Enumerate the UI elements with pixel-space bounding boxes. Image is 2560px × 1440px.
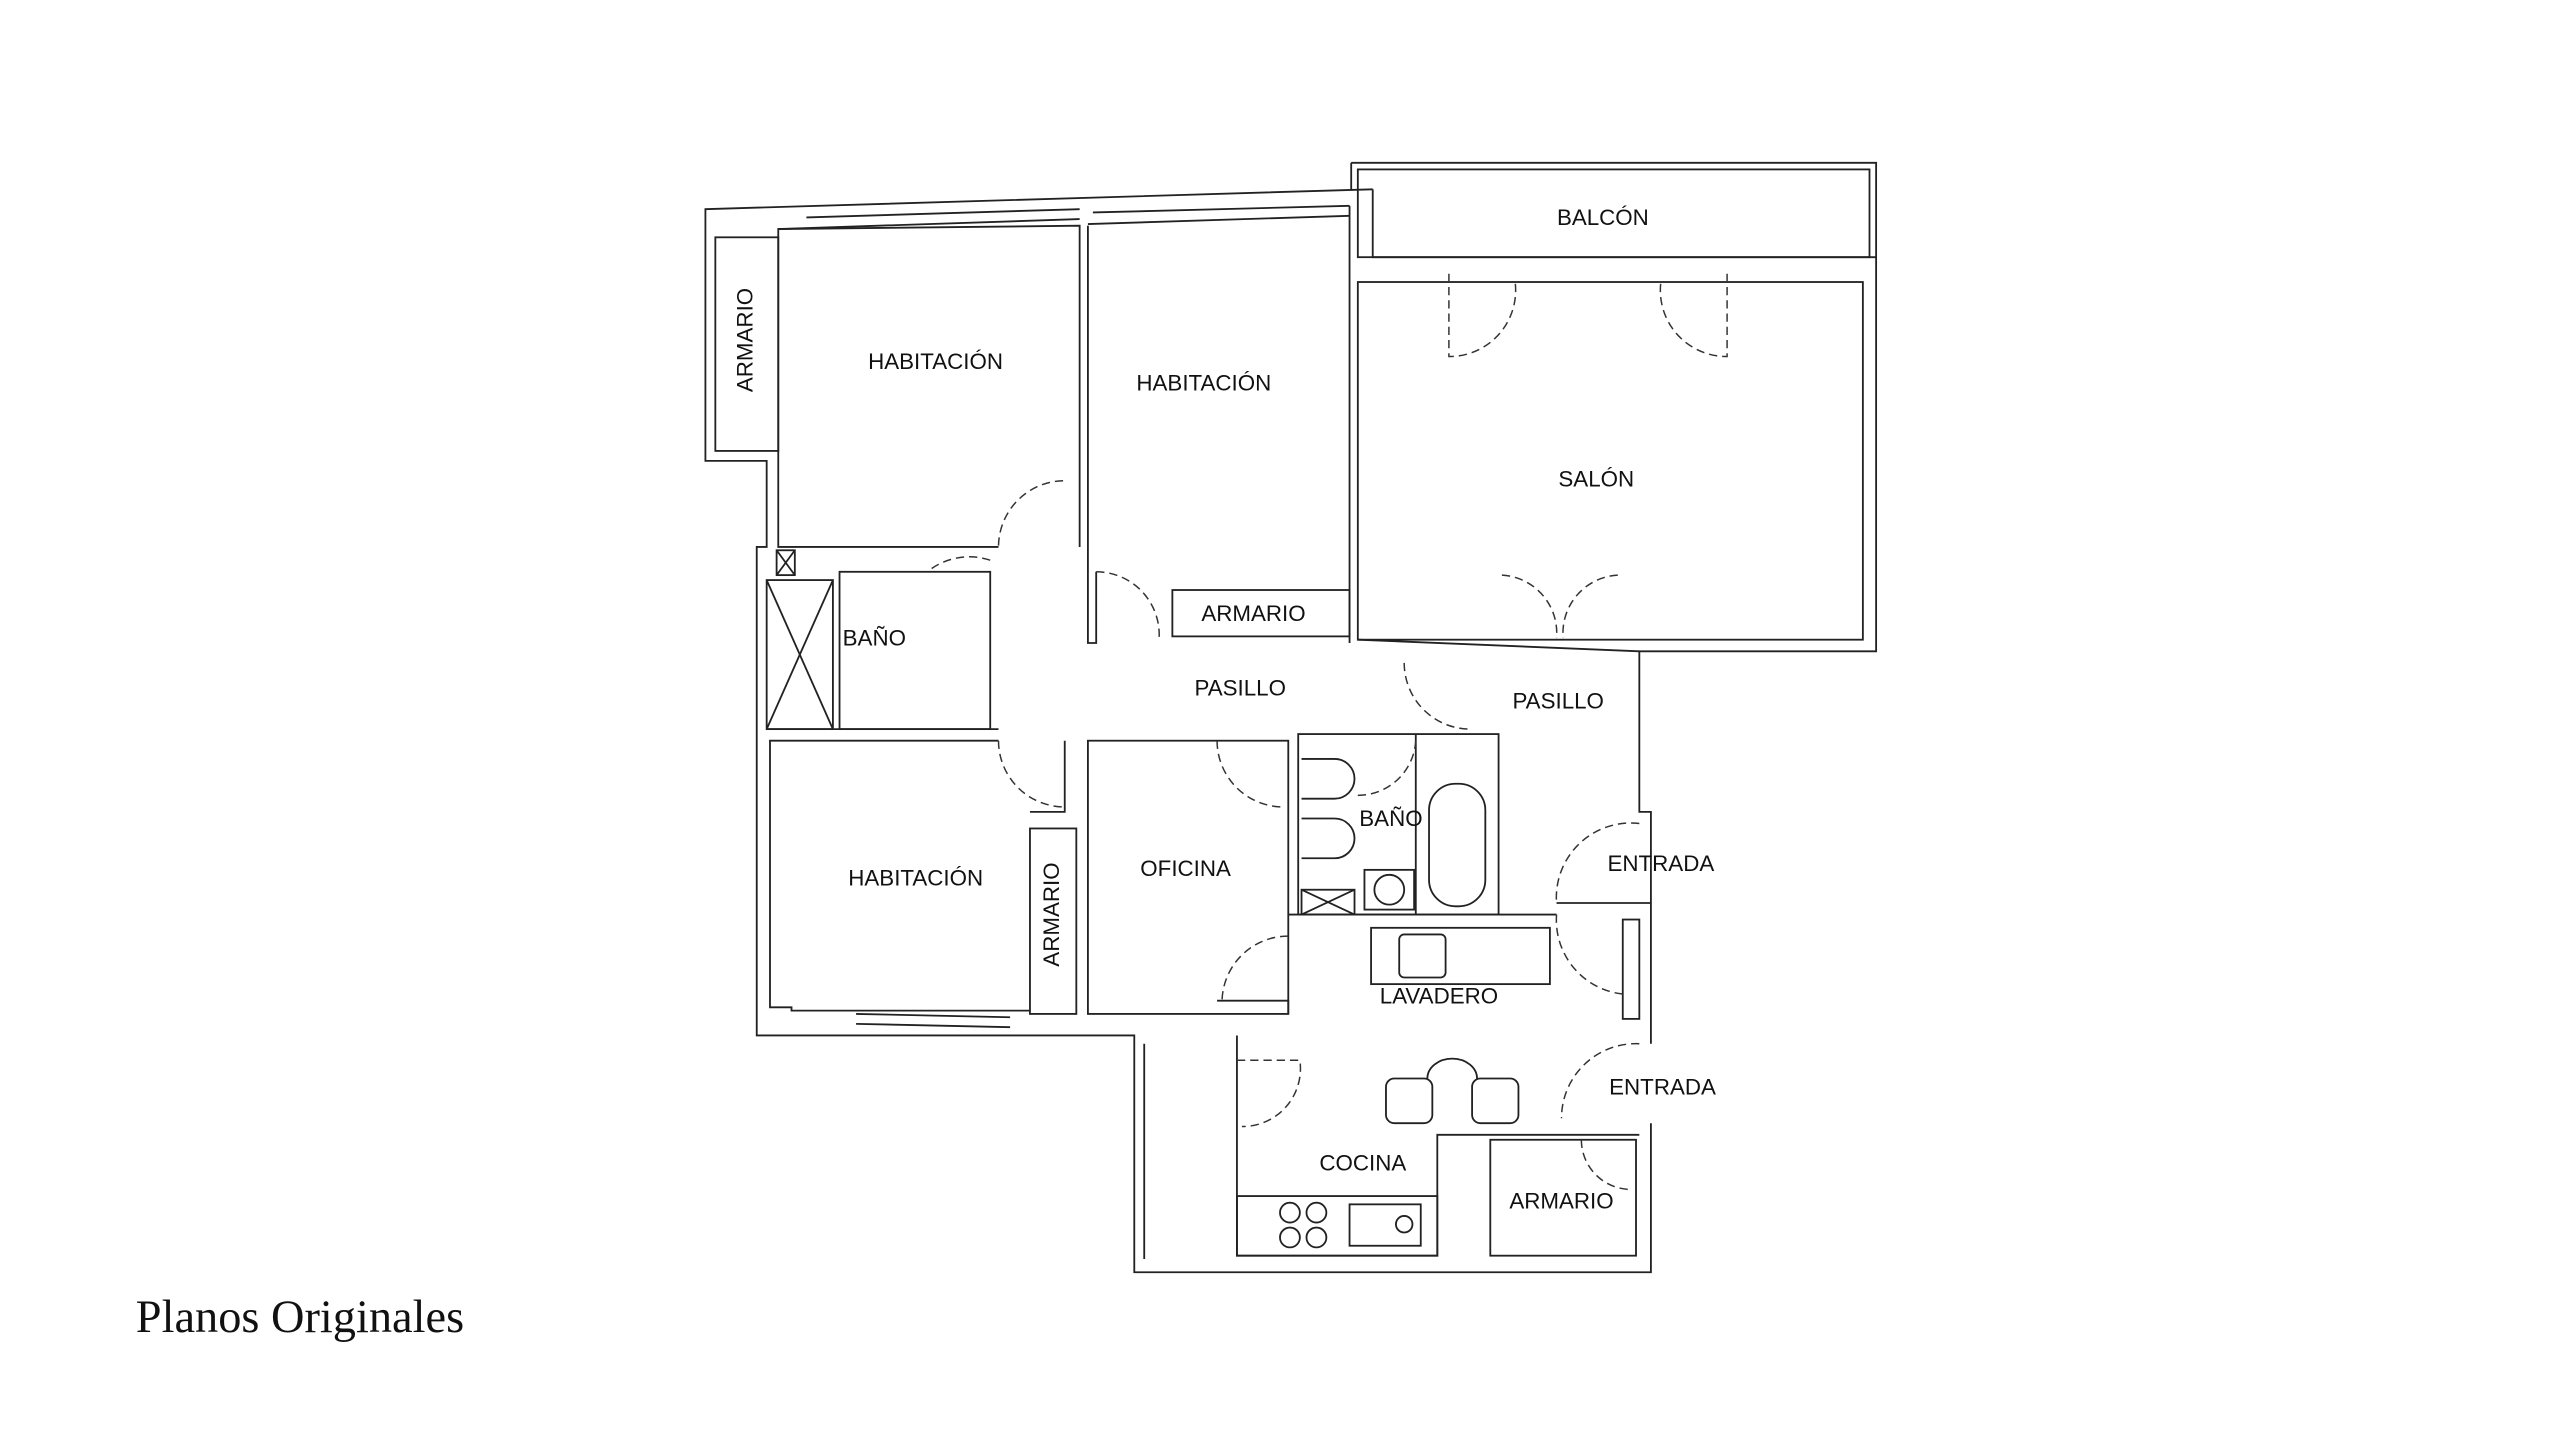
label-armario-3: ARMARIO	[1039, 862, 1064, 966]
doors	[926, 273, 1728, 1191]
bidet	[1301, 817, 1356, 860]
habitacion-3-walls	[769, 739, 1030, 1012]
label-habitacion-3: HABITACIÓN	[848, 866, 983, 891]
table	[1426, 1057, 1478, 1079]
lavadero-counter	[1370, 926, 1551, 986]
habitacion-1-walls	[777, 224, 1081, 548]
stove	[1279, 1201, 1328, 1249]
label-entrada-1: ENTRADA	[1607, 851, 1714, 876]
label-balcon: BALCÓN	[1557, 205, 1649, 230]
cocina-counter	[1236, 1195, 1439, 1257]
toilet	[1301, 758, 1356, 800]
label-habitacion-2: HABITACIÓN	[1136, 371, 1271, 396]
chair	[1471, 1077, 1520, 1125]
label-salon: SALÓN	[1558, 467, 1634, 492]
outer-walls	[704, 161, 1878, 1274]
label-armario-2: ARMARIO	[1201, 601, 1305, 626]
label-bano-2: BAÑO	[1359, 806, 1422, 831]
bathtub	[1428, 782, 1487, 908]
label-cocina: COCINA	[1319, 1151, 1406, 1176]
kitchen-sink	[1348, 1203, 1422, 1247]
washer	[1398, 933, 1447, 979]
label-entrada-2: ENTRADA	[1609, 1074, 1716, 1099]
label-armario-4: ARMARIO	[1509, 1189, 1613, 1214]
label-armario-1: ARMARIO	[733, 288, 758, 392]
label-pasillo-1: PASILLO	[1195, 675, 1287, 700]
room-labels: BALCÓN HABITACIÓN HABITACIÓN ARMARIO SAL…	[733, 205, 1716, 1214]
oficina-walls	[1087, 739, 1290, 1015]
armario-3-walls	[1029, 827, 1078, 1015]
armario-4-walls	[1489, 1138, 1637, 1257]
room-walls	[714, 205, 1864, 1257]
label-habitacion-1: HABITACIÓN	[868, 349, 1003, 374]
armario-small	[1171, 589, 1351, 638]
plan-title: Planos Originales	[136, 1292, 464, 1343]
habitacion-2-walls	[1087, 225, 1098, 644]
label-oficina: OFICINA	[1140, 856, 1231, 881]
label-lavadero: LAVADERO	[1380, 983, 1498, 1008]
chair	[1385, 1077, 1434, 1125]
label-pasillo-2: PASILLO	[1512, 689, 1604, 714]
label-bano-1: BAÑO	[843, 626, 906, 651]
salon-walls	[1356, 281, 1864, 641]
